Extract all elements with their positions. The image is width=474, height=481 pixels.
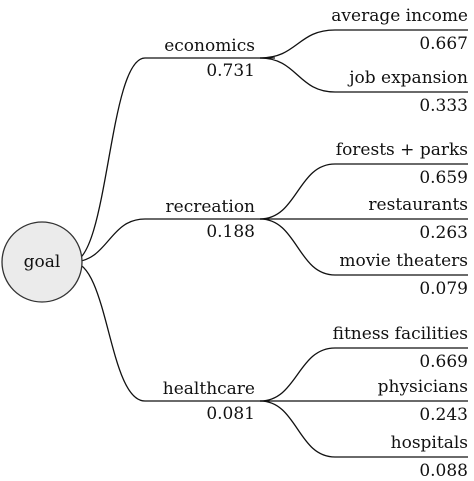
leaf-name-2-0: fitness facilities: [332, 324, 468, 344]
root-node: [1, 221, 83, 303]
leaf-edge-0-0: [259, 29, 336, 59]
leaf-weight-0-1: 0.333: [419, 96, 468, 116]
leaf-weight-0-0: 0.667: [419, 34, 468, 54]
leaf-name-1-1: restaurants: [368, 195, 468, 215]
leaf-name-0-1: job expansion: [349, 68, 468, 88]
leaf-edge-2-0: [259, 347, 336, 402]
leaf-name-1-0: forests + parks: [335, 140, 468, 160]
category-name-0: economics: [164, 36, 255, 56]
category-weight-2: 0.081: [206, 404, 255, 424]
leaf-weight-1-2: 0.079: [419, 279, 468, 299]
leaf-name-0-0: average income: [331, 6, 468, 26]
leaf-edge-2-2: [259, 400, 336, 458]
leaf-weight-2-2: 0.088: [419, 461, 468, 481]
leaf-weight-1-1: 0.263: [419, 223, 468, 243]
category-weight-1: 0.188: [206, 222, 255, 242]
root-edge-0: [71, 57, 146, 263]
leaf-weight-1-0: 0.659: [419, 168, 468, 188]
leaf-name-2-1: physicians: [377, 377, 468, 397]
leaf-name-2-2: hospitals: [390, 433, 468, 453]
leaf-edge-1-2: [259, 218, 336, 276]
category-name-2: healthcare: [162, 379, 255, 399]
category-name-1: recreation: [165, 197, 255, 217]
leaf-edge-1-0: [259, 163, 336, 220]
leaf-name-1-2: movie theaters: [339, 251, 468, 271]
root-node-label: goal: [23, 252, 61, 272]
category-weight-0: 0.731: [206, 61, 255, 81]
leaf-weight-2-1: 0.243: [419, 405, 468, 425]
leaf-weight-2-0: 0.669: [419, 352, 468, 372]
leaf-edge-0-1: [259, 57, 336, 93]
root-edge-2: [71, 261, 146, 402]
